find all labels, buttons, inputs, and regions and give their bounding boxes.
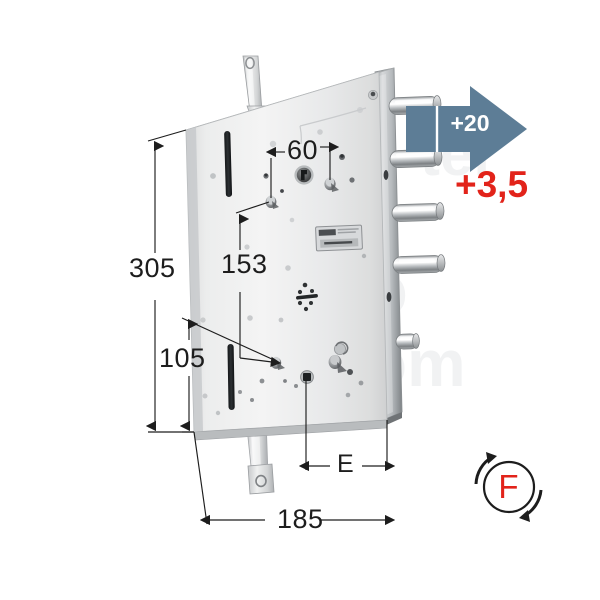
thickness-badge: +3,5 (455, 164, 529, 205)
dimension-value-153: 153 (221, 249, 268, 279)
label-plate (315, 224, 363, 252)
dimension-value-305: 305 (129, 253, 176, 283)
extension-arrow-badge: +20 (406, 84, 528, 176)
bolt (389, 148, 443, 168)
circular-arrows-icon (474, 452, 543, 522)
dimension-value-185: 185 (277, 504, 324, 534)
bolt-group (388, 95, 446, 350)
dimension-value-E: E (337, 450, 355, 478)
trigger-bolt (395, 333, 420, 350)
dimension-value-60: 60 (287, 135, 319, 165)
extension-arrow-label: +20 (450, 110, 490, 136)
dimension-value-105: 105 (159, 343, 206, 373)
bolt (391, 202, 445, 222)
pin-cluster (296, 282, 318, 312)
reversible-icon: F (462, 440, 554, 532)
bolt (392, 254, 446, 274)
arrow-right-icon (406, 86, 527, 172)
lock-case (185, 67, 395, 441)
reversible-label: F (498, 467, 519, 505)
